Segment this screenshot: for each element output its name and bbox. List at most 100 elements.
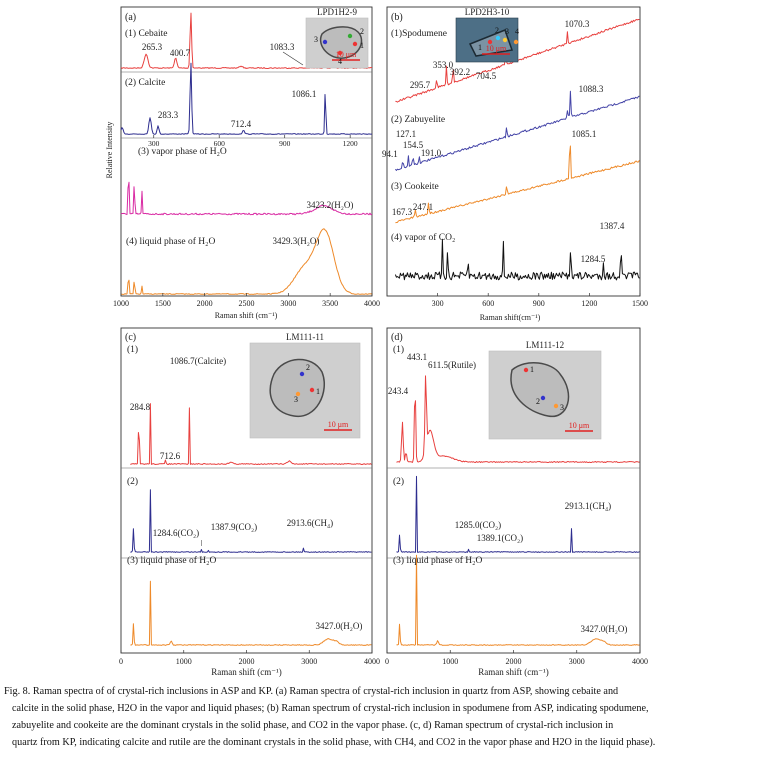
peak-label: 1389.1(CO₂) — [477, 533, 523, 543]
x-axis-tick-label: 4000 — [364, 299, 380, 308]
peak-label: 283.3 — [158, 110, 179, 120]
x-axis-tick-label: 1000 — [113, 299, 129, 308]
x-axis-tick-label: 4000 — [632, 657, 648, 666]
analysis-point-label: 2 — [306, 363, 310, 372]
peak-label: 712.4 — [231, 119, 252, 129]
inset-label: LM111-12 — [526, 340, 564, 350]
scale-bar-label: 10 μm — [569, 421, 590, 430]
scale-bar: 10 μm — [324, 420, 352, 431]
scale-bar-label: 10 μm — [486, 44, 507, 53]
analysis-point-marker — [523, 367, 529, 373]
analysis-point-label: 3 — [505, 27, 509, 36]
analysis-point-label: 3 — [560, 403, 564, 412]
x-axis-label: Raman shift (cm⁻¹) — [215, 311, 278, 320]
series-line-cookeite — [395, 145, 640, 224]
analysis-point-marker — [513, 39, 519, 45]
peak-label: 295.7 — [410, 80, 431, 90]
peak-label: 1284.5 — [581, 254, 606, 264]
peak-label: 167.3 — [392, 207, 413, 217]
analysis-point-marker — [502, 37, 508, 43]
series-line-vapor-h2o — [120, 181, 373, 216]
series-label: (3) Cookeite — [391, 181, 439, 192]
scale-bar-label: 10 μm — [328, 420, 349, 429]
panel-d: (d)(1)(2)(3) liquid phase of H₂O243.4443… — [385, 327, 648, 677]
panel-c: (c)(1)(2)(3) liquid phase of H₂O284.8712… — [119, 327, 380, 677]
x-axis-tick-label: 2500 — [239, 299, 255, 308]
series-label: (1) Cebaite — [125, 28, 167, 39]
peak-label: 3423.2(H₂O) — [307, 200, 354, 210]
series-label: (2) — [393, 476, 404, 487]
raman-spectra-figure: (a)Relative Intensity(1) Cebaite265.3400… — [105, 6, 648, 677]
x-axis-tick-label: 3000 — [301, 657, 317, 666]
scale-bar-label: 10 μm — [336, 50, 357, 59]
series-line-spectrum-3 — [130, 580, 372, 646]
peak-label: 247.1 — [413, 202, 433, 212]
series-line-spectrum-2 — [396, 475, 640, 553]
series-label: (3) liquid phase of H₂O — [127, 555, 216, 566]
x-axis-tick-label: 1500 — [632, 299, 648, 308]
panel-a: (a)Relative Intensity(1) Cebaite265.3400… — [105, 6, 380, 320]
sub-axis-tick-label: 900 — [279, 139, 291, 148]
caption-line-2: calcite in the solid phase, H2O in the v… — [12, 703, 649, 714]
x-axis-tick-label: 1000 — [176, 657, 192, 666]
series-line-spectrum-1 — [130, 403, 372, 465]
analysis-point-marker — [352, 41, 358, 47]
peak-label: 1086.7(Calcite) — [170, 356, 226, 366]
peak-label: 1285.0(CO₂) — [455, 520, 501, 530]
x-axis-tick-label: 2000 — [239, 657, 255, 666]
peak-label: 243.4 — [388, 386, 409, 396]
inset-label: LPD2H3-10 — [465, 7, 510, 17]
peak-label: 1387.9(CO₂) — [211, 522, 257, 532]
peak-label: 1083.3 — [270, 42, 295, 52]
analysis-point-marker — [495, 35, 501, 41]
analysis-point-label: 3 — [294, 395, 298, 404]
x-axis-tick-label: 4000 — [364, 657, 380, 666]
analysis-point-marker — [487, 39, 493, 45]
series-line-spectrum-2 — [130, 489, 372, 553]
analysis-point-marker — [347, 33, 353, 39]
peak-label: 392.2 — [450, 67, 470, 77]
inset-label: LM111-11 — [286, 332, 324, 342]
sub-axis-tick-label: 300 — [148, 139, 160, 148]
x-axis-tick-label: 2000 — [197, 299, 213, 308]
panel-label: (a) — [125, 12, 136, 23]
inset-label: LPD1H2-9 — [317, 7, 357, 17]
peak-label: 611.5(Rutile) — [428, 360, 476, 370]
peak-label: 1086.1 — [292, 89, 317, 99]
caption-line-4: quartz from KP, indicating calcite and r… — [12, 737, 656, 748]
analysis-point-label: 1 — [478, 43, 482, 52]
y-axis-label: Relative Intensity — [105, 122, 114, 179]
peak-label: 3427.0(H₂O) — [581, 624, 628, 634]
peak-label: 1085.1 — [572, 129, 597, 139]
analysis-point-label: 4 — [515, 27, 519, 36]
peak-label: 1088.3 — [579, 84, 604, 94]
series-label: (2) Zabuyelite — [391, 114, 445, 125]
x-axis-tick-label: 3000 — [569, 657, 585, 666]
x-axis-tick-label: 3000 — [280, 299, 296, 308]
scale-bar: 10 μm — [482, 44, 510, 55]
analysis-point-marker — [299, 371, 305, 377]
peak-label: 284.8 — [130, 402, 151, 412]
series-label: (4) vapor of CO₂ — [391, 232, 455, 243]
analysis-point-label: 2 — [495, 26, 499, 35]
peak-label: 353.0 — [433, 60, 454, 70]
analysis-point-label: 2 — [536, 397, 540, 406]
panel-b-axes — [386, 6, 641, 297]
panel-label: (d) — [391, 332, 403, 343]
analysis-point-label: 1 — [360, 41, 364, 50]
analysis-point-label: 1 — [530, 365, 534, 374]
peak-label: 1070.3 — [565, 19, 590, 29]
sub-axis-tick-label: 1200 — [343, 139, 358, 148]
analysis-point-marker — [322, 39, 328, 45]
inclusion-outline — [510, 362, 570, 418]
x-axis-tick-label: 900 — [533, 299, 545, 308]
analysis-point-marker — [295, 391, 301, 397]
analysis-point-marker — [540, 395, 546, 401]
caption-line-3: zabuyelite and cookeite are the dominant… — [12, 720, 614, 731]
scale-bar: 10 μm — [332, 50, 360, 61]
analysis-point-label: 3 — [314, 35, 318, 44]
leader-line — [282, 51, 304, 66]
series-line-spectrum-1 — [396, 375, 640, 463]
peak-label: 1284.6(CO₂) — [153, 528, 199, 538]
x-axis-label: Raman shift (cm⁻¹) — [211, 667, 281, 677]
